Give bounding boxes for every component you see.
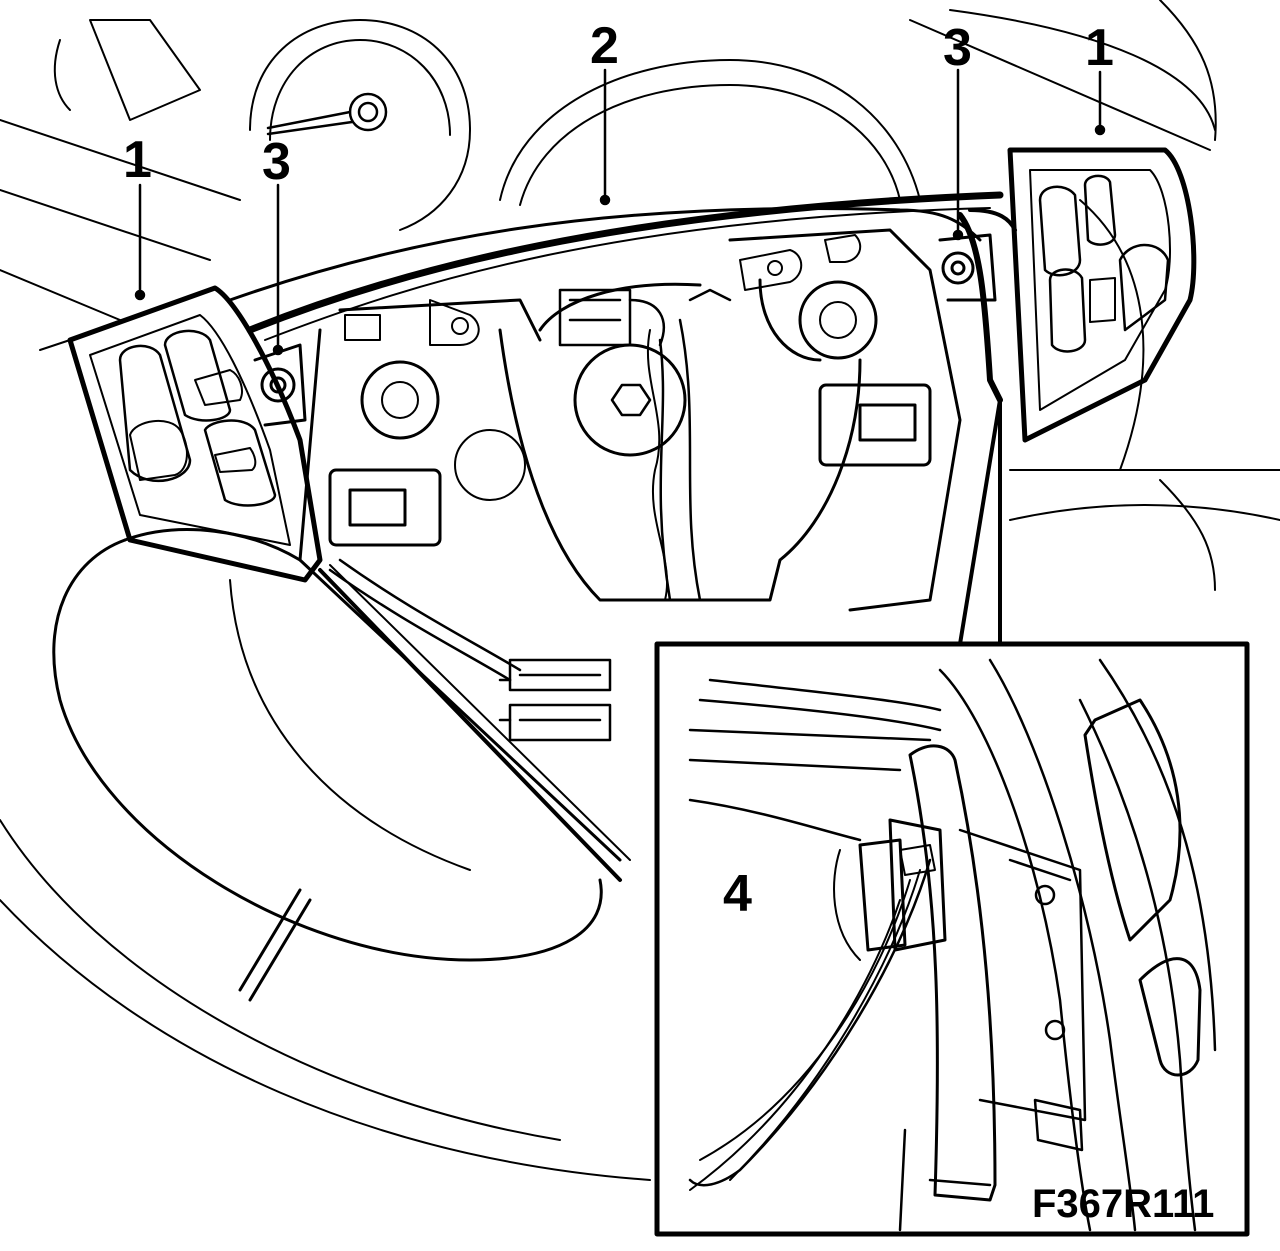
callout-3-right: 3: [943, 19, 972, 77]
center-connector: [558, 288, 732, 602]
hub-housing: [228, 206, 982, 862]
callout-3-left: 3: [262, 133, 291, 191]
right-switch-panel: [1007, 147, 1197, 443]
steering-wheel-rim: [0, 528, 651, 1181]
inset-frame: [654, 398, 1250, 1237]
callout-2: 2: [590, 17, 619, 75]
callout-4: 4: [723, 865, 752, 923]
left-switch-panel: [67, 285, 323, 583]
right-screw: [938, 233, 997, 302]
figure-code: F367R111: [1032, 1182, 1215, 1226]
lower-harness: [328, 558, 612, 742]
wiring-harness: [246, 191, 1017, 403]
callout-1-right: 1: [1085, 19, 1114, 77]
cluster-pin: [266, 92, 388, 136]
inset-detail: [688, 658, 1217, 1232]
callout-1-left: 1: [123, 131, 152, 189]
